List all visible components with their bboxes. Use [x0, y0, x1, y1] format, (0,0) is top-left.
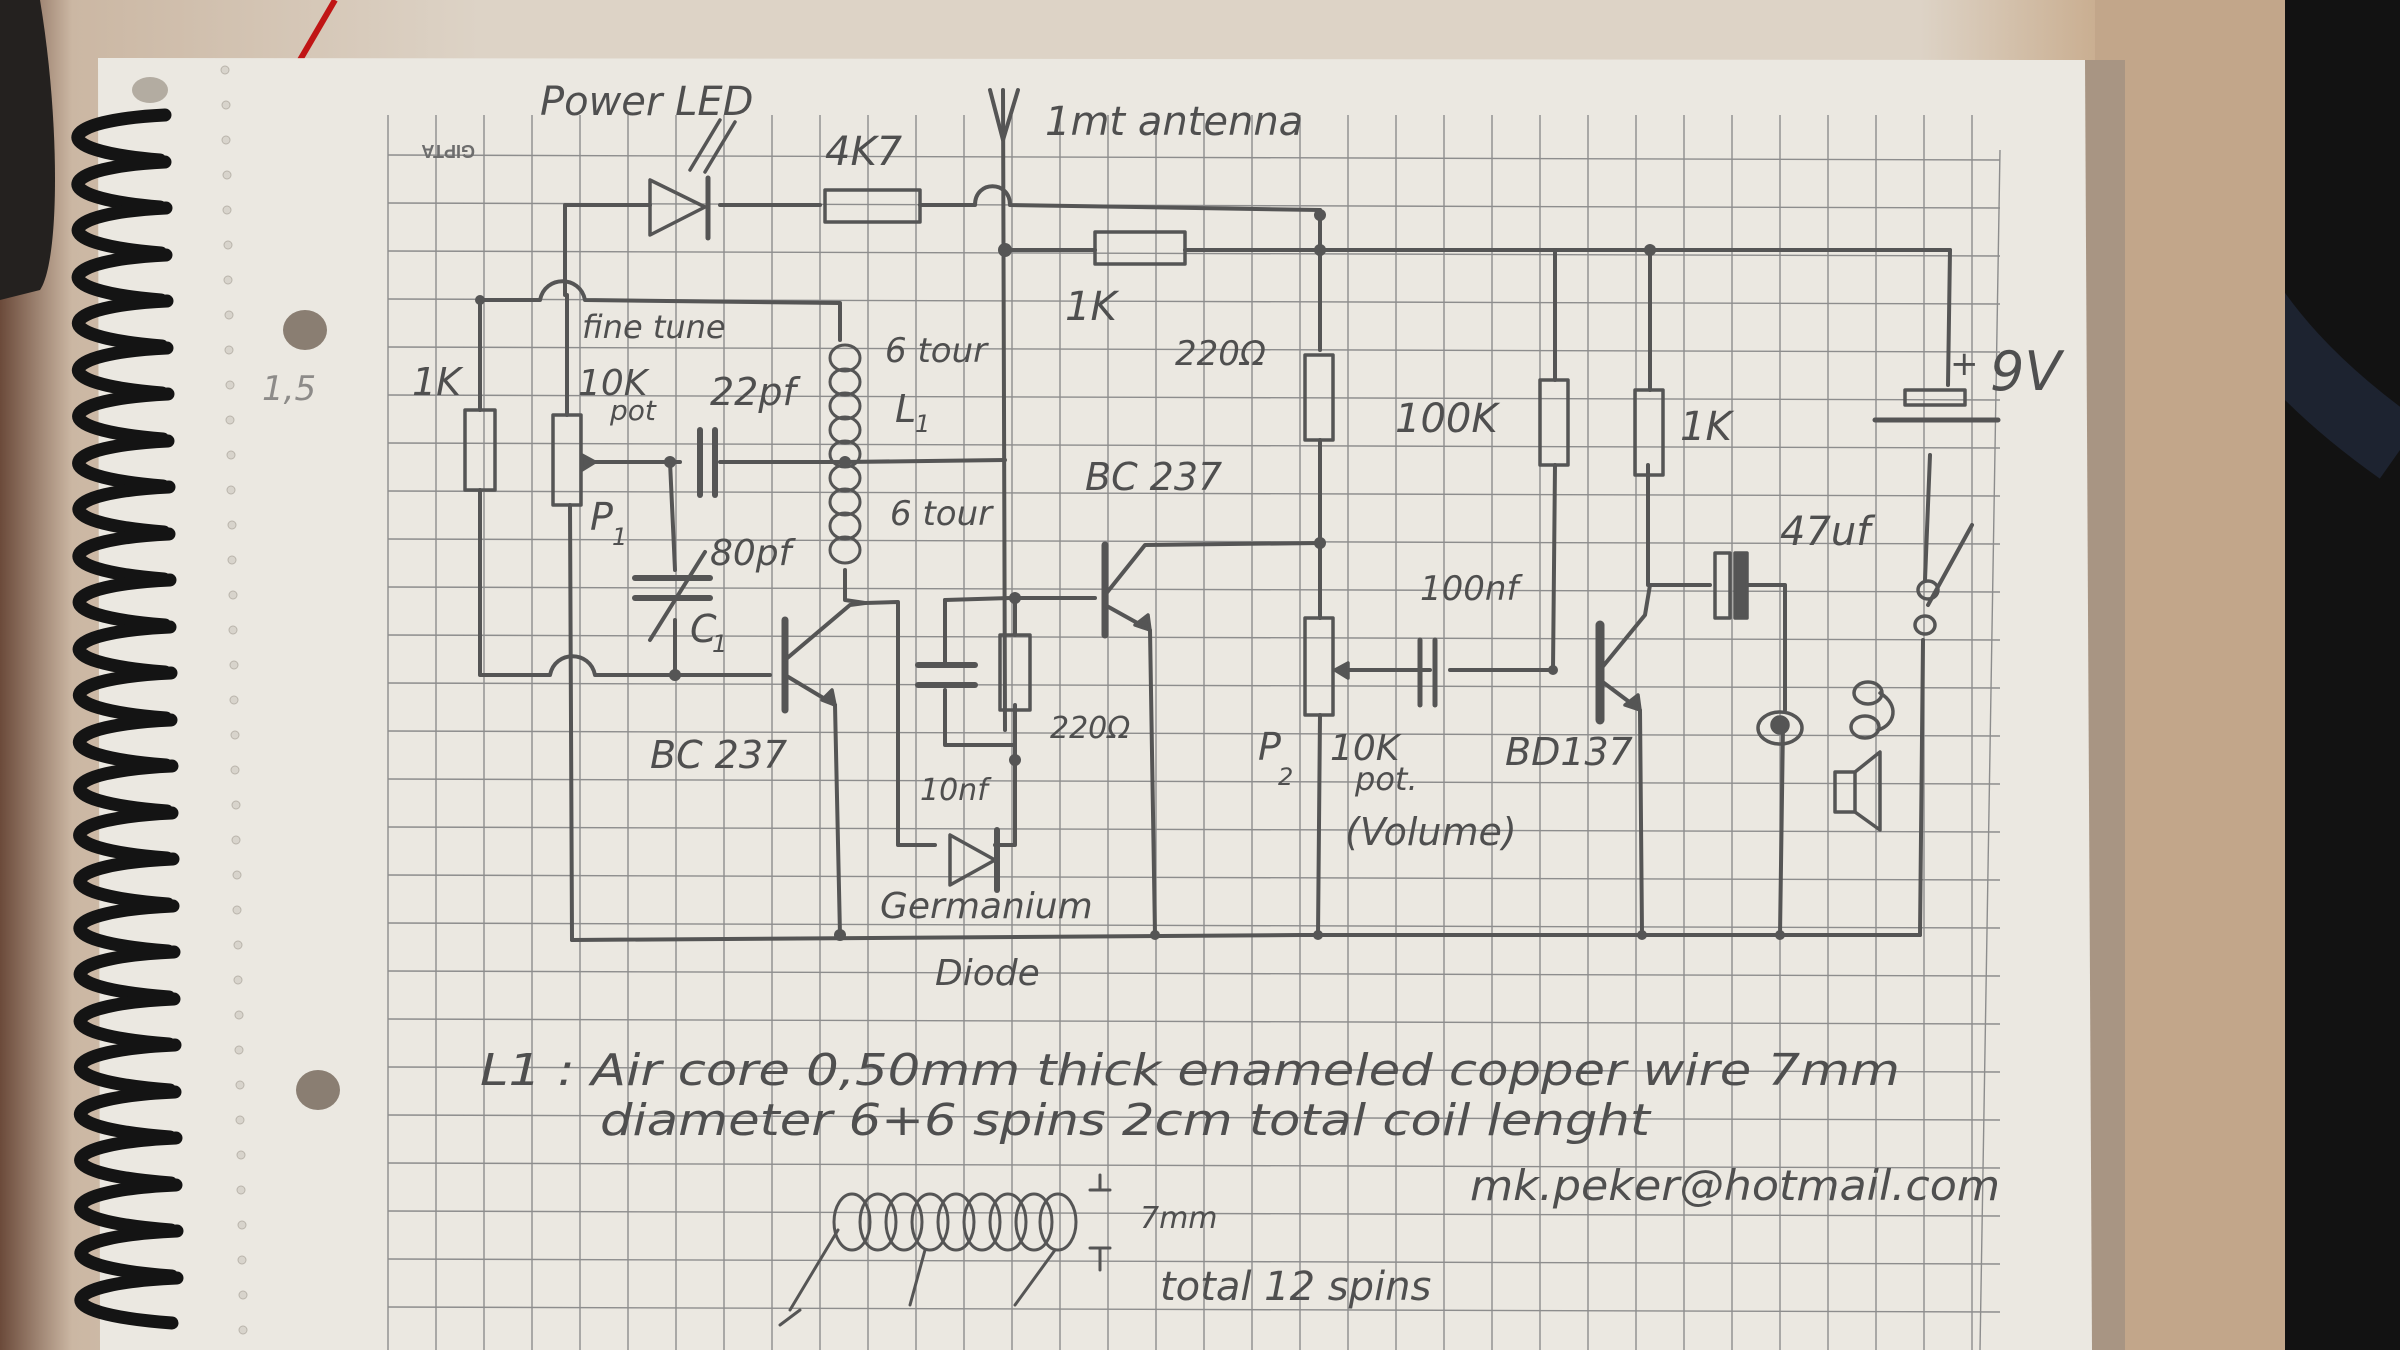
label-q3: BD137: [1505, 730, 1633, 774]
label-pot-p2-value: 10K: [1330, 728, 1402, 769]
label-pot-p1-type: pot: [609, 394, 657, 427]
label-coil-bottom-turns: 6 tour: [890, 494, 994, 534]
resistor-220-detector: [998, 633, 1032, 712]
spiral-holes: [132, 77, 168, 103]
label-c-10nf: 10nf: [920, 773, 992, 808]
label-r-220-top: 220Ω: [1175, 334, 1266, 374]
label-c1-ref: C: [690, 607, 717, 651]
label-c-47uf: 47uf: [1780, 509, 1876, 555]
label-r-1k-top: 1K: [1065, 284, 1119, 330]
label-pot-p2-sub: 2: [1278, 763, 1293, 791]
red-wire: [297, 0, 338, 62]
label-r-1k-left: 1K: [412, 360, 464, 404]
speaker-icon: [1833, 770, 1857, 814]
potentiometer-p2: [1303, 616, 1335, 717]
label-battery: 9V: [1990, 340, 2065, 403]
label-pot-p1-sub: 1: [612, 523, 627, 551]
schematic-wires: [478, 88, 1974, 942]
label-power-led: Power LED: [540, 79, 753, 125]
dark-object-left: [0, 0, 55, 300]
notebook-page: [98, 58, 2092, 1350]
label-c1-value: 80pf: [710, 533, 797, 574]
coil-spec-line2: diameter 6+6 spins 2cm total coil lenght: [600, 1095, 1652, 1146]
perforation-line: [220, 65, 248, 1335]
spiral-binding: [71, 108, 184, 1330]
label-coil-ref-sub: 1: [915, 410, 930, 438]
label-r-4k7: 4K7: [825, 129, 903, 175]
label-q2: BC 237: [1085, 455, 1222, 499]
label-antenna: 1mt antenna: [1045, 99, 1303, 145]
label-q1: BC 237: [650, 733, 787, 777]
capacitor-47uf: [1713, 551, 1732, 620]
author-email: mk.peker@hotmail.com: [1470, 1161, 2000, 1210]
resistor-1k-top: [1093, 230, 1187, 266]
brand-mark: GIPTA: [421, 141, 475, 161]
coil-sketch: [778, 1173, 1112, 1327]
resistor-4k7: [823, 188, 922, 224]
label-r-220-detector: 220Ω: [1050, 711, 1130, 746]
label-pot-p2-type: pot.: [1354, 760, 1418, 798]
label-diode-line1: Germanium: [880, 886, 1093, 927]
label-pot-p1-ref: P: [590, 495, 613, 539]
punch-holes: [283, 310, 340, 1110]
coil-spec-line1: L1 : Air core 0,50mm thick enameled copp…: [480, 1045, 1900, 1096]
junction-dots: [475, 209, 1785, 941]
schematic-components: [463, 118, 2001, 893]
power-switch: [1916, 579, 1940, 601]
label-r-100k: 100K: [1395, 396, 1500, 442]
wood-desk: [2095, 0, 2285, 1350]
label-r-1k-collector: 1K: [1680, 404, 1734, 450]
label-diode-line2: Diode: [935, 953, 1040, 994]
resistor-220-top: [1303, 353, 1335, 442]
label-pot-p2-ref: P: [1258, 725, 1281, 769]
label-battery-plus: +: [1950, 344, 1979, 384]
label-coil-ref: L: [895, 387, 916, 431]
label-c-100nf: 100nf: [1420, 569, 1523, 609]
battery-9v: [1903, 388, 1967, 407]
page-stack-edge: [2085, 60, 2125, 1350]
headphone-jack: [1756, 710, 1804, 746]
led-symbol: [648, 178, 707, 237]
coil-total: total 12 spins: [1160, 1264, 1431, 1310]
resistor-100k: [1538, 378, 1570, 467]
label-pot-p1-value: 10K: [578, 363, 650, 404]
resistor-1k-left: [463, 408, 497, 492]
label-pot-p2-purpose: (Volume): [1345, 810, 1517, 854]
resistor-1k-collector: [1633, 388, 1665, 477]
germanium-diode: [948, 833, 997, 887]
margin-note: 1,5: [262, 369, 316, 409]
label-fine-tune: fine tune: [582, 308, 726, 346]
label-c1-sub: 1: [712, 630, 727, 658]
coil-diameter: 7mm: [1140, 1201, 1218, 1236]
label-coil-top-turns: 6 tour: [885, 331, 989, 371]
graph-grid: [387, 115, 2001, 1350]
label-c-22pf: 22pf: [710, 370, 801, 414]
